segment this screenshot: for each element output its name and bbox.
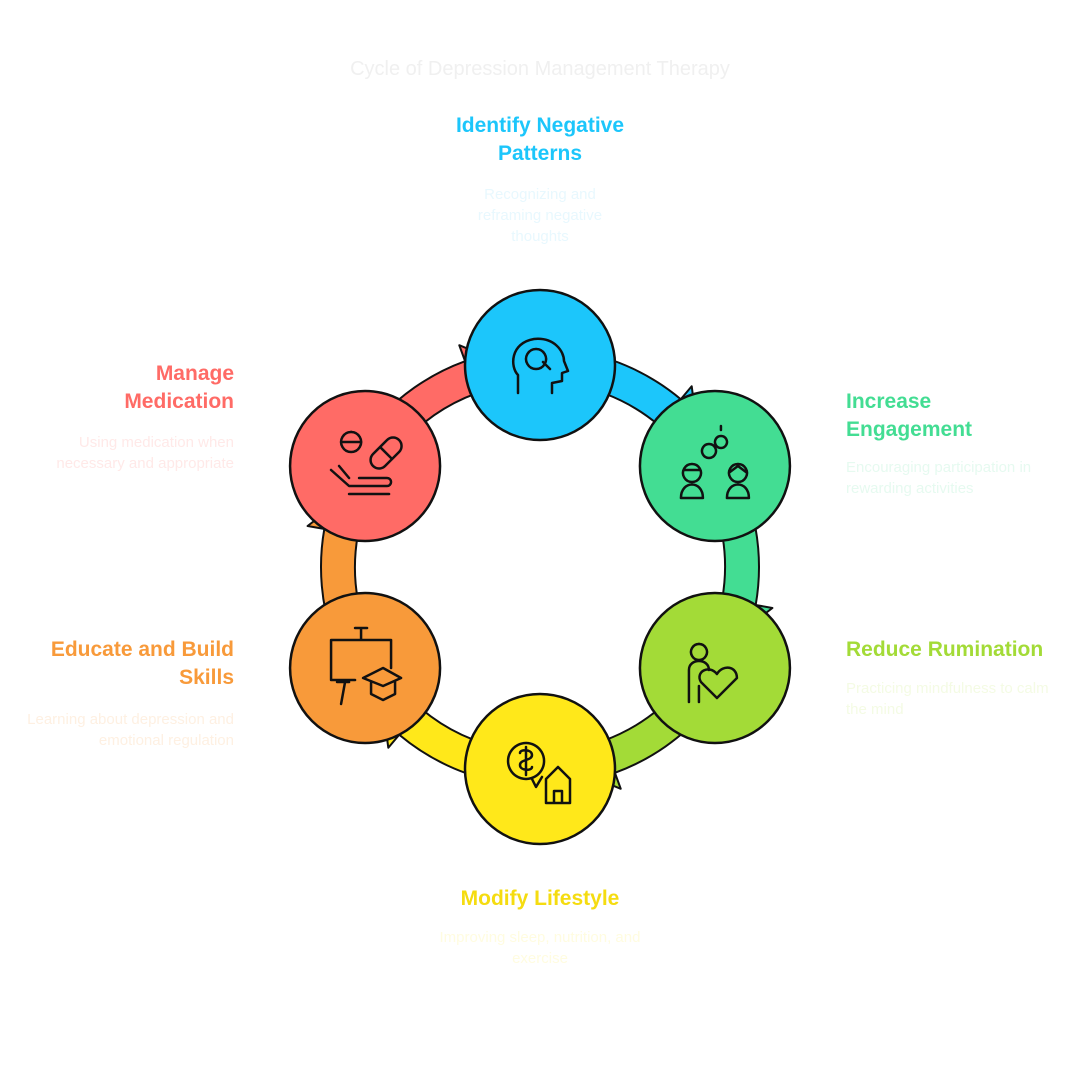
step-circle: [288, 591, 442, 745]
step-desc-rumination: Practicing mindfulness to calm the mind: [846, 680, 1049, 718]
step-desc-medication: Using medication when necessary and appr…: [56, 434, 234, 472]
step-node-1: [638, 389, 792, 543]
step-circle: [463, 692, 617, 846]
step-circle: [463, 288, 617, 442]
step-desc-lifestyle: Improving sleep, nutrition, and exercise: [439, 929, 641, 967]
step-desc-educate: Learning about depression and emotional …: [27, 711, 234, 749]
step-label-medication: Manage Medication: [124, 362, 234, 413]
step-desc-identify: Recognizing and reframing negative thoug…: [477, 186, 603, 245]
step-desc-engagement: Encouraging participation in rewarding a…: [846, 459, 1032, 497]
step-circle: [638, 591, 792, 745]
step-label-rumination: Reduce Rumination: [846, 638, 1044, 661]
step-node-0: [463, 288, 617, 442]
step-label-educate: Educate and Build Skills: [50, 638, 234, 689]
money-house-icon: [506, 741, 572, 805]
board-graduation-icon: [329, 626, 403, 706]
diagram-title: Cycle of Depression Management Therapy: [350, 58, 730, 80]
step-circle: [638, 389, 792, 543]
step-label-lifestyle: Modify Lifestyle: [460, 887, 620, 910]
hand-pills-icon: [329, 430, 403, 496]
step-node-4: [288, 591, 442, 745]
step-label-identify: Identify Negative Patterns: [455, 114, 625, 165]
person-heart-icon: [687, 642, 739, 704]
people-link-icon: [679, 424, 751, 500]
head-magnifier-icon: [511, 337, 570, 395]
step-node-2: [638, 591, 792, 745]
step-label-engagement: Increase Engagement: [846, 390, 973, 441]
step-node-3: [463, 692, 617, 846]
step-circle: [288, 389, 442, 543]
step-node-5: [288, 389, 442, 543]
